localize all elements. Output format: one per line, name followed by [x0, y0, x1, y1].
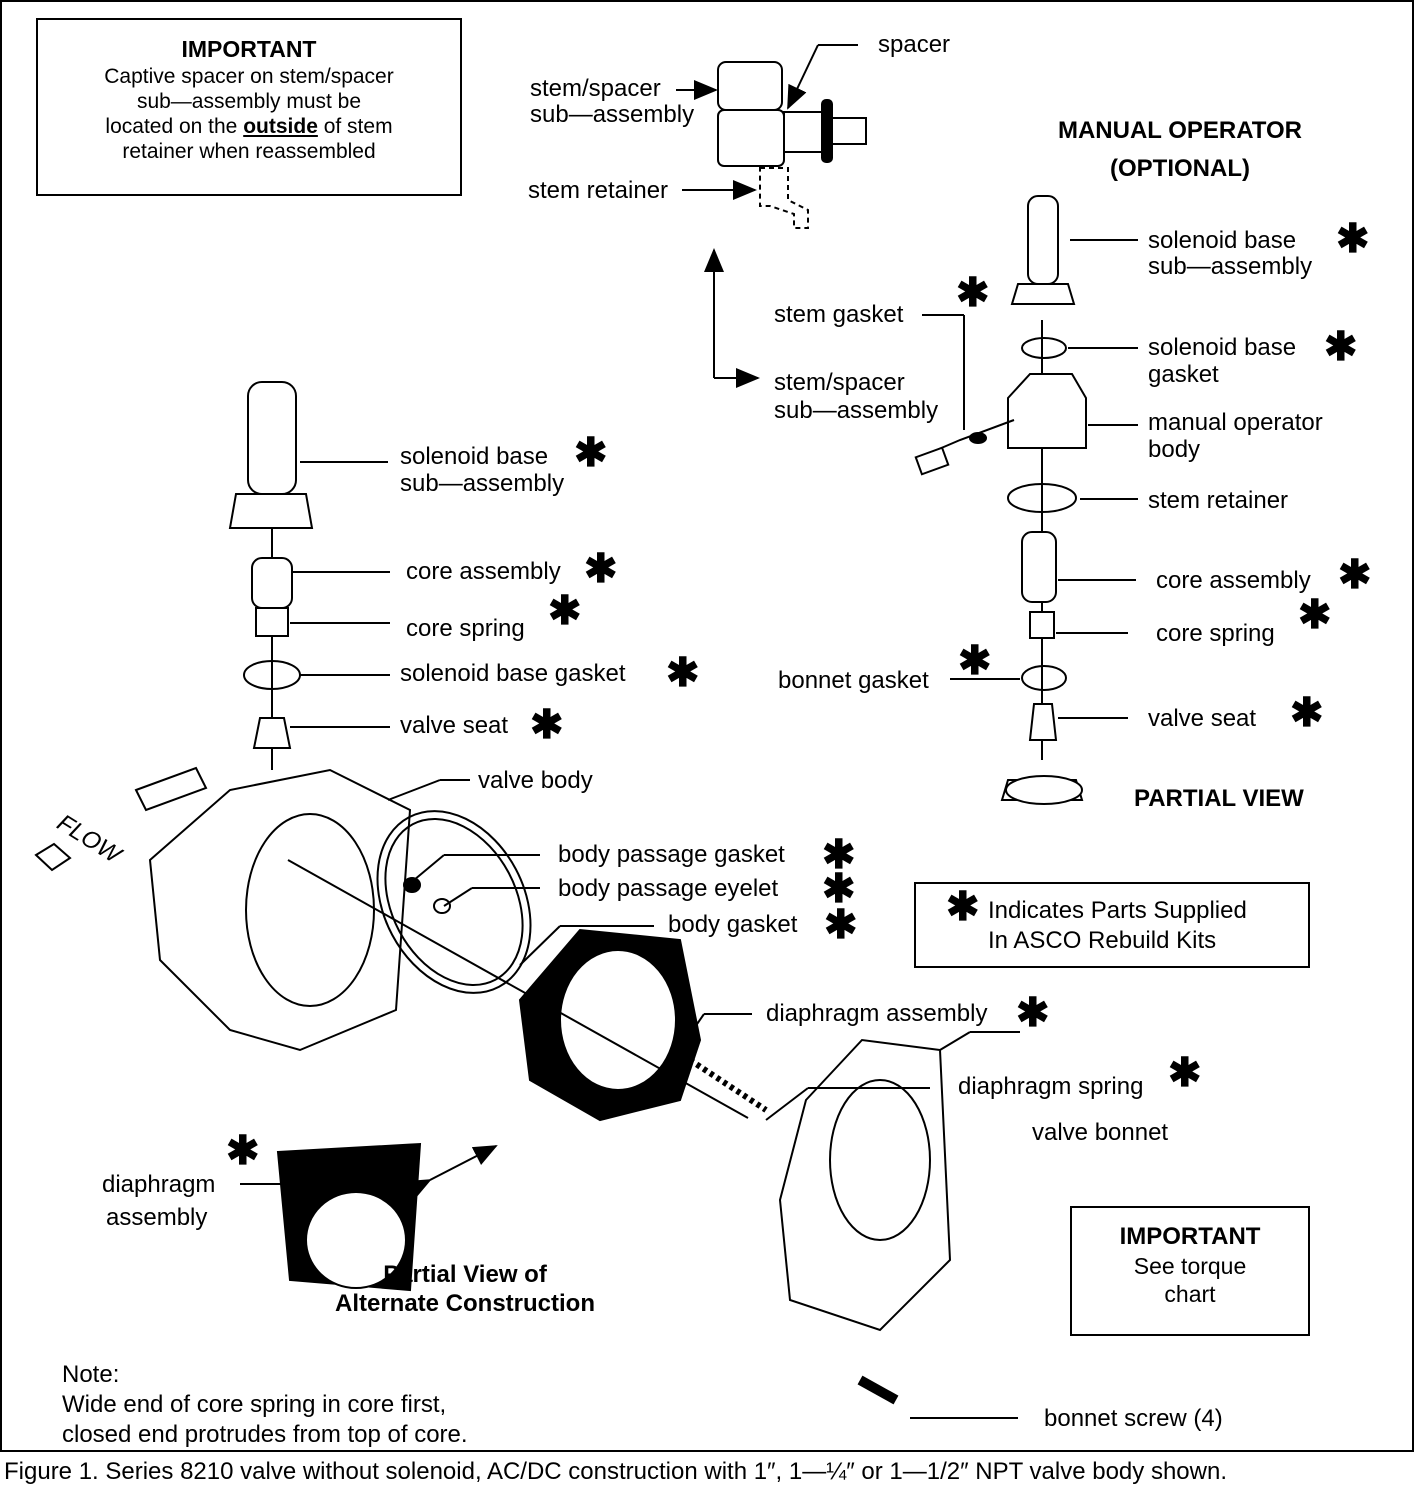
note-line-1: Wide end of core spring in core first,: [62, 1391, 447, 1418]
label-mo-stem-retainer: stem retainer: [1148, 487, 1289, 514]
inset-stem-spacer-drawing: [717, 61, 867, 229]
label-inset-stem-spacer-2: sub—assembly: [530, 101, 695, 128]
important-note-box: IMPORTANT Captive spacer on stem/spacer …: [36, 18, 462, 196]
label-mo-stem-gasket: stem gasket: [774, 301, 904, 328]
important-line-3: located on the outside of stem: [105, 115, 393, 138]
label-body-passage-eyelet: body passage eyelet: [558, 875, 779, 902]
note-block: Note: Wide end of core spring in core fi…: [62, 1360, 468, 1450]
label-mo-solenoid-base-1: solenoid base: [1148, 227, 1297, 254]
figure-frame: [0, 0, 1414, 1452]
important-line-2: sub—assembly must be: [136, 90, 362, 113]
kit-star-icon: ✱: [946, 885, 980, 929]
label-core-spring: core spring: [406, 615, 525, 642]
label-mo-stem-spacer-2: sub—assembly: [774, 397, 939, 424]
kit-star-icon: ✱: [1168, 1051, 1202, 1095]
label-solenoid-base-gasket: solenoid base gasket: [400, 660, 626, 687]
label-inset-spacer: spacer: [878, 31, 951, 58]
kit-star-icon: ✱: [574, 431, 608, 475]
label-mo-bonnet-gasket: bonnet gasket: [778, 667, 929, 694]
label-inset-stem-retainer: stem retainer: [528, 177, 669, 204]
label-mo-body-1: manual operator: [1148, 409, 1323, 436]
label-valve-bonnet: valve bonnet: [1032, 1119, 1169, 1146]
label-valve-seat: valve seat: [400, 712, 509, 739]
label-alt-diaphragm-2: assembly: [106, 1204, 208, 1231]
main-stack-drawing: [34, 381, 952, 1405]
label-alt-partial-1: Partial View of: [383, 1261, 547, 1288]
torque-line-1: See torque: [1133, 1253, 1247, 1279]
important-torque-box: IMPORTANT See torque chart: [1070, 1206, 1310, 1336]
manual-operator-stack-drawing: [914, 195, 1087, 805]
label-mo-body-2: body: [1148, 436, 1201, 463]
label-mo-stem-spacer-1: stem/spacer: [774, 369, 905, 396]
label-core-assembly: core assembly: [406, 558, 561, 585]
kit-star-icon: ✱: [956, 271, 990, 315]
torque-line-2: chart: [1164, 1281, 1216, 1307]
kit-star-icon: ✱: [1336, 217, 1370, 261]
label-bonnet-screw: bonnet screw (4): [1044, 1405, 1223, 1432]
label-alt-diaphragm-1: diaphragm: [102, 1171, 216, 1198]
figure-caption: Figure 1. Series 8210 valve without sole…: [4, 1458, 1227, 1485]
kit-star-icon: ✱: [1290, 691, 1324, 735]
label-inset-stem-spacer-1: stem/spacer: [530, 75, 661, 102]
manual-operator-title: MANUAL OPERATOR: [1057, 117, 1302, 144]
kit-legend-box: ✱ Indicates Parts Supplied In ASCO Rebui…: [914, 882, 1310, 968]
kit-star-icon: ✱: [1298, 593, 1332, 637]
label-mo-solenoid-base-gasket-2: gasket: [1148, 361, 1219, 388]
label-mo-core-assembly: core assembly: [1156, 567, 1311, 594]
legend-line-2: In ASCO Rebuild Kits: [988, 927, 1217, 954]
important-title: IMPORTANT: [181, 36, 317, 62]
label-mo-core-spring: core spring: [1156, 620, 1275, 647]
kit-star-icon: ✱: [822, 867, 856, 911]
kit-star-icon: ✱: [666, 651, 700, 695]
note-title: Note:: [62, 1361, 120, 1388]
label-body-gasket: body gasket: [668, 911, 798, 938]
kit-star-icon: ✱: [958, 639, 992, 683]
kit-star-icon: ✱: [1338, 553, 1372, 597]
manual-operator-subtitle: (OPTIONAL): [1110, 155, 1250, 182]
label-diaphragm-assembly: diaphragm assembly: [766, 1000, 988, 1027]
kit-star-icon: ✱: [824, 903, 858, 947]
label-solenoid-base-2: sub—assembly: [400, 470, 565, 497]
note-line-2: closed end protrudes from top of core.: [62, 1421, 468, 1448]
important-line-1: Captive spacer on stem/spacer: [104, 65, 394, 88]
label-diaphragm-spring: diaphragm spring: [958, 1073, 1144, 1100]
kit-star-icon: ✱: [822, 833, 856, 877]
label-mo-solenoid-base-gasket-1: solenoid base: [1148, 334, 1297, 361]
label-mo-solenoid-base-2: sub—assembly: [1148, 253, 1313, 280]
label-partial-view: PARTIAL VIEW: [1134, 785, 1304, 812]
label-mo-valve-seat: valve seat: [1148, 705, 1257, 732]
label-valve-body: valve body: [478, 767, 593, 794]
kit-star-icon: ✱: [1016, 991, 1050, 1035]
kit-star-icon: ✱: [1324, 325, 1358, 369]
important-line-4: retainer when reassembled: [122, 140, 376, 163]
legend-line-1: Indicates Parts Supplied: [988, 897, 1247, 924]
kit-star-icon: ✱: [226, 1129, 260, 1173]
torque-title: IMPORTANT: [1119, 1223, 1261, 1250]
kit-star-icon: ✱: [530, 703, 564, 747]
label-alt-partial-2: Alternate Construction: [334, 1290, 595, 1317]
kit-star-icon: ✱: [548, 589, 582, 633]
label-body-passage-gasket: body passage gasket: [558, 841, 785, 868]
label-solenoid-base-1: solenoid base: [400, 443, 549, 470]
kit-star-icon: ✱: [584, 547, 618, 591]
